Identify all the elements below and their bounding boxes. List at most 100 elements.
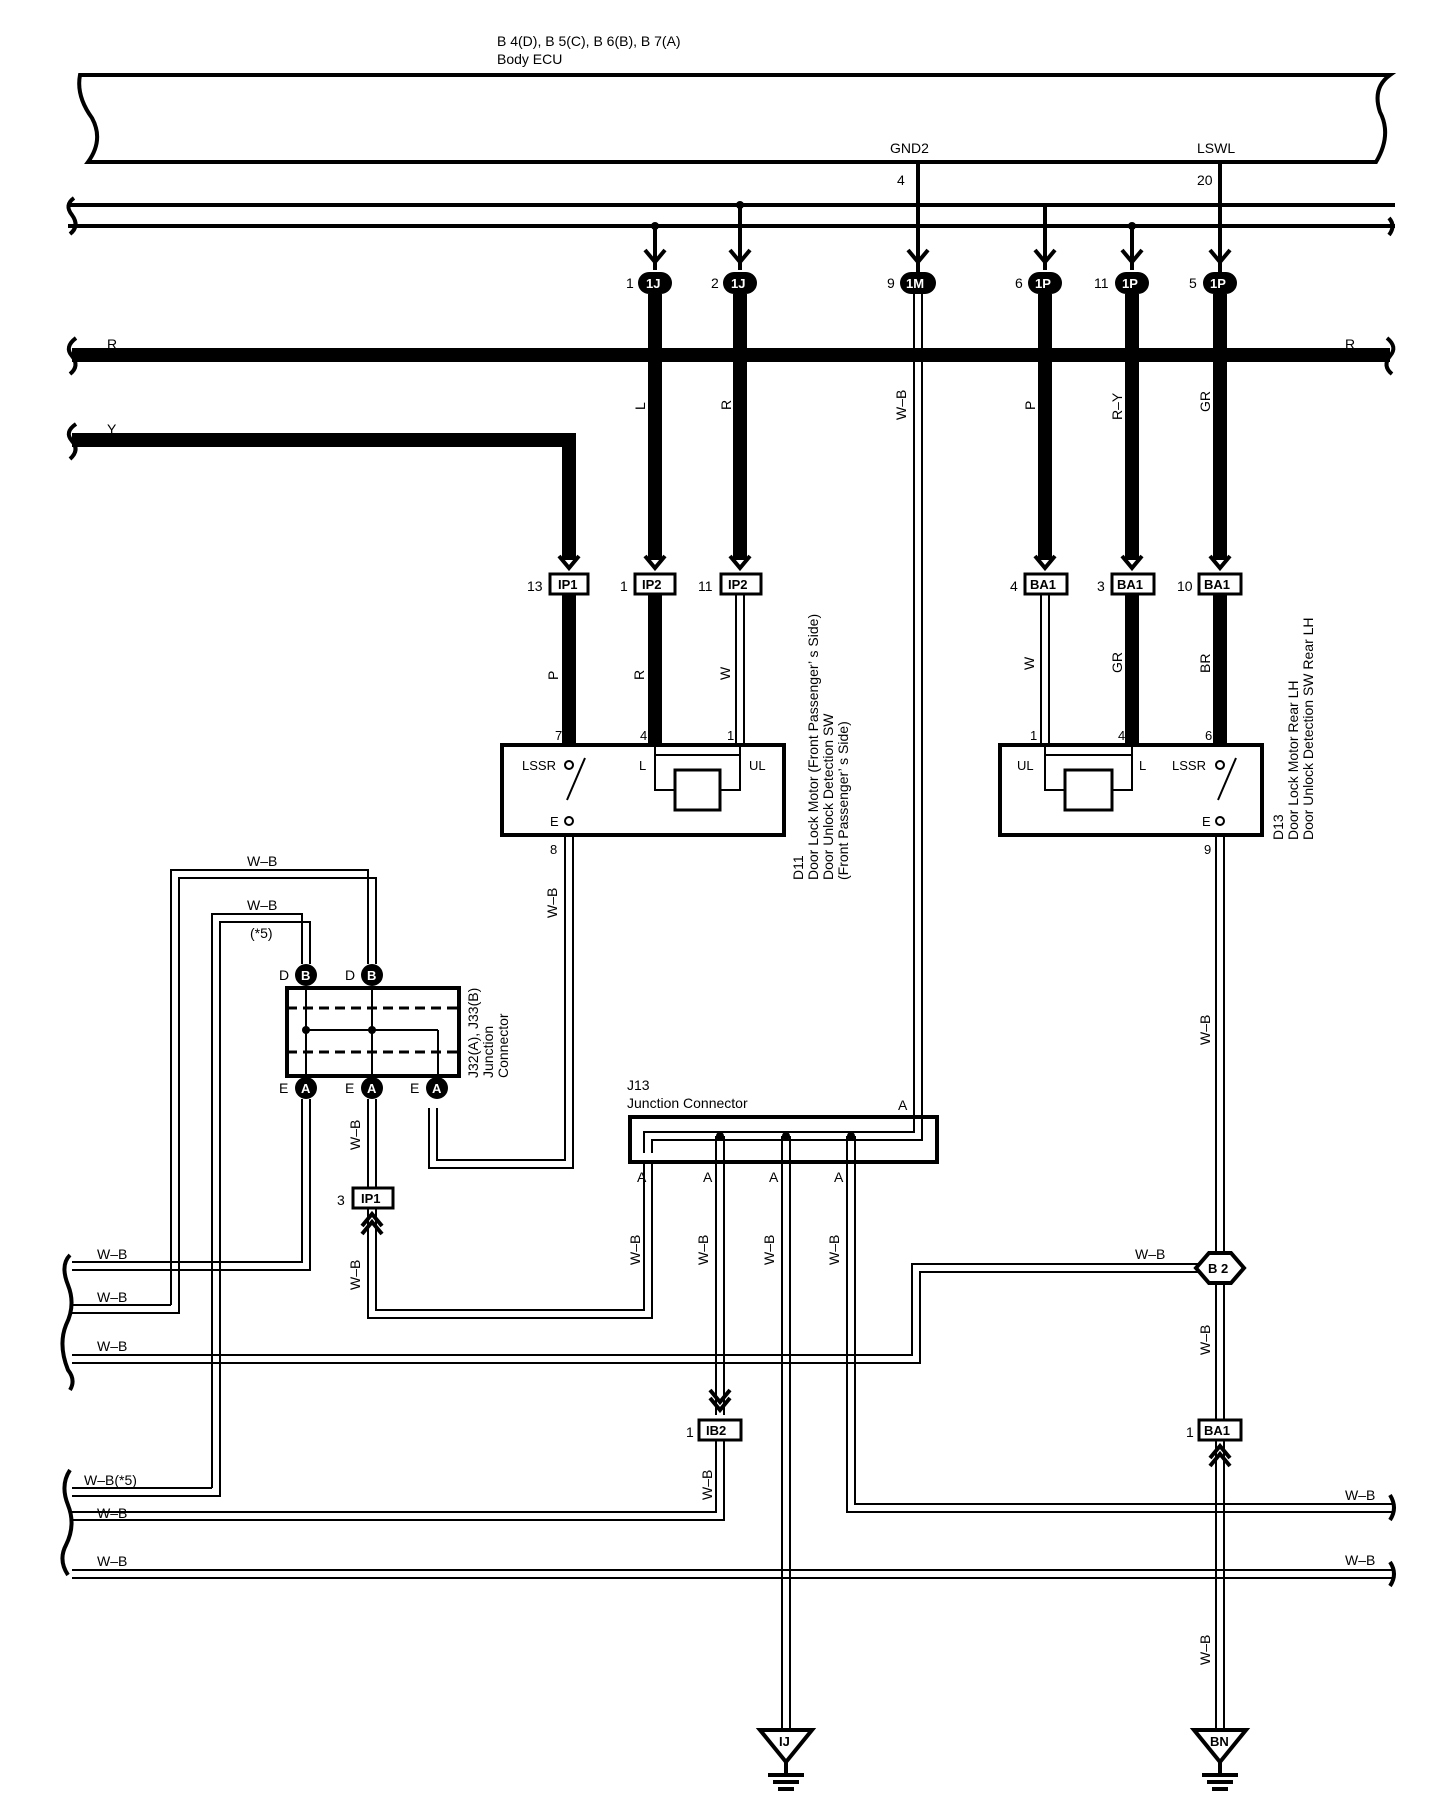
wire-color-label: W–B [97, 1289, 127, 1305]
ecu-pin-lswl-no: 20 [1197, 172, 1213, 188]
b2-splice: B 2 [1193, 1251, 1247, 1285]
wire-color-wb-right1: W–B [1345, 1487, 1375, 1503]
d11-id: D11 [790, 855, 806, 880]
d11-pin-ul: 1 [727, 728, 734, 743]
wire-color-wb-ib2: W–B [699, 1470, 715, 1500]
j32-pin-e: E [345, 1080, 354, 1096]
j13-junction-connector [628, 1115, 939, 1164]
wire-color-label: W–B [695, 1235, 711, 1265]
j32-pin-e: E [410, 1080, 419, 1096]
wire-color-label: GR [1109, 652, 1125, 673]
ba1-lower-connector: 1 BA1 [1186, 1418, 1243, 1468]
mid-connector-code: IP2 [728, 577, 748, 592]
d11-term-ul: UL [749, 758, 766, 773]
ground-bn-label: BN [1210, 1734, 1229, 1749]
mid-connector-BA1-3: 3 BA1 [1097, 572, 1156, 596]
wire-color-label: R [631, 670, 647, 680]
bus-break-right [1387, 216, 1395, 237]
wire-wb-ip1-j13 [367, 1153, 653, 1319]
wire-wb-b2-ba1 [1215, 1283, 1225, 1420]
mid-connector-IP2-1: 1 IP2 [620, 572, 677, 596]
top-connector-code: 1P [1210, 276, 1226, 291]
wire-color-label: W–B [97, 1246, 127, 1262]
mid-connector-IP1: 13 IP1 [527, 572, 590, 596]
top-connector-code: 1J [731, 276, 745, 291]
wire-color-label: R [718, 400, 734, 410]
d13-pin-e: 9 [1204, 842, 1211, 857]
wire-color-wb-ip1: W–B [347, 1120, 363, 1150]
top-connector-pin: 5 [1189, 275, 1197, 291]
mid-connector-pin: 1 [620, 578, 628, 594]
j13-pin-a: A [703, 1169, 713, 1185]
top-connector-pin: 9 [887, 275, 895, 291]
d11-line2: Door Unlock Detection SW [820, 713, 836, 880]
ecu-pin-lswl-name: LSWL [1197, 140, 1235, 156]
top-connector-pin: 6 [1015, 275, 1023, 291]
d11-label: D11 Door Lock Motor (Front Passenger’ s … [790, 614, 851, 880]
d11-line1: Door Lock Motor (Front Passenger’ s Side… [805, 614, 821, 880]
body-ecu-box [77, 73, 1397, 164]
d11-pin-l: 4 [640, 728, 647, 743]
wire-color-label: W–B(*5) [84, 1472, 137, 1488]
wire-y-break [66, 422, 78, 461]
wire-wb-j13-ij [781, 1136, 791, 1730]
j13-pin-a-top: A [898, 1097, 908, 1113]
bus-drops [643, 201, 1232, 270]
wire-color-wb-d11: W–B [544, 888, 560, 918]
ecu-pin-gnd2-name: GND2 [890, 140, 929, 156]
top-connector-pin: 11 [1094, 275, 1109, 291]
wire-color-r-right: R [1345, 336, 1355, 352]
top-connector-code: 1P [1122, 276, 1138, 291]
wire-wb-ba1-bn [1215, 1440, 1225, 1730]
bus-r-break-left [66, 336, 78, 376]
j13-name: Junction Connector [627, 1095, 748, 1111]
top-connector-1J-1: 1 1J [626, 272, 672, 294]
wire-wb-d13 [1215, 835, 1225, 1252]
wire-color-label: L [632, 402, 648, 410]
wire-wb-j32-left [72, 1099, 311, 1271]
mid-connector-code: BA1 [1117, 577, 1143, 592]
j32-junction-connector [285, 986, 461, 1078]
j32-line2: Junction [480, 1026, 496, 1078]
wire-color-label: GR [1197, 391, 1213, 412]
ecu-connectors-label: B 4(D), B 5(C), B 6(B), B 7(A) [497, 33, 681, 49]
j32-tag-a: A [301, 1081, 311, 1096]
top-connector-1P-5: 5 1P [1189, 272, 1237, 294]
top-connector-pin: 1 [626, 275, 634, 291]
wire-wb-j32-top [170, 869, 377, 1488]
d11-pin-e: 8 [550, 842, 557, 857]
wire-color-label: W [1021, 656, 1037, 670]
d13-term-l: L [1139, 758, 1146, 773]
ecu-name-label: Body ECU [497, 51, 562, 67]
top-connector-1P-11: 11 1P [1094, 272, 1149, 294]
wire-wb-j13-right [846, 1136, 1392, 1513]
d11-term-lssr: LSSR [522, 758, 556, 773]
mid-connector-BA1-4: 4 BA1 [1010, 572, 1069, 596]
wire-color-wb-right2: W–B [1345, 1552, 1375, 1568]
d13-component: 1 4 6 UL L LSSR E [998, 728, 1264, 837]
ib2-code: IB2 [706, 1423, 726, 1438]
mid-connector-code: BA1 [1030, 577, 1056, 592]
d13-line2: Door Unlock Detection SW Rear LH [1300, 617, 1316, 840]
j32-label: J32(A), J33(B) Junction Connector [465, 988, 511, 1078]
mid-connector-pin: 11 [698, 578, 713, 594]
bottom-wb-through [72, 1493, 1396, 1588]
ecu-pin-gnd2-no: 4 [897, 172, 905, 188]
wire-wb-j13-ib2 [708, 1136, 732, 1415]
wire-wb-d11 [428, 835, 574, 1169]
ip1-lower-code: IP1 [361, 1191, 381, 1206]
wire-color-label: W [717, 666, 733, 680]
wire-color-label: R–Y [1109, 392, 1125, 420]
j32-tag-a: A [367, 1081, 377, 1096]
d13-term-ul: UL [1017, 758, 1034, 773]
j32-tag-a: A [432, 1081, 442, 1096]
wire-color-wb-b2-down: W–B [1197, 1325, 1213, 1355]
ip1-lower-pin: 3 [337, 1192, 345, 1208]
bus-break-left [66, 196, 78, 236]
mid-connector-pin: 10 [1177, 578, 1193, 594]
wire-color-wb-ip1-lower: W–B [347, 1260, 363, 1290]
wire-colors-lower: P R W W GR BR [545, 652, 1213, 680]
d13-term-e: E [1202, 814, 1211, 829]
d13-line1: Door Lock Motor Rear LH [1285, 680, 1301, 840]
